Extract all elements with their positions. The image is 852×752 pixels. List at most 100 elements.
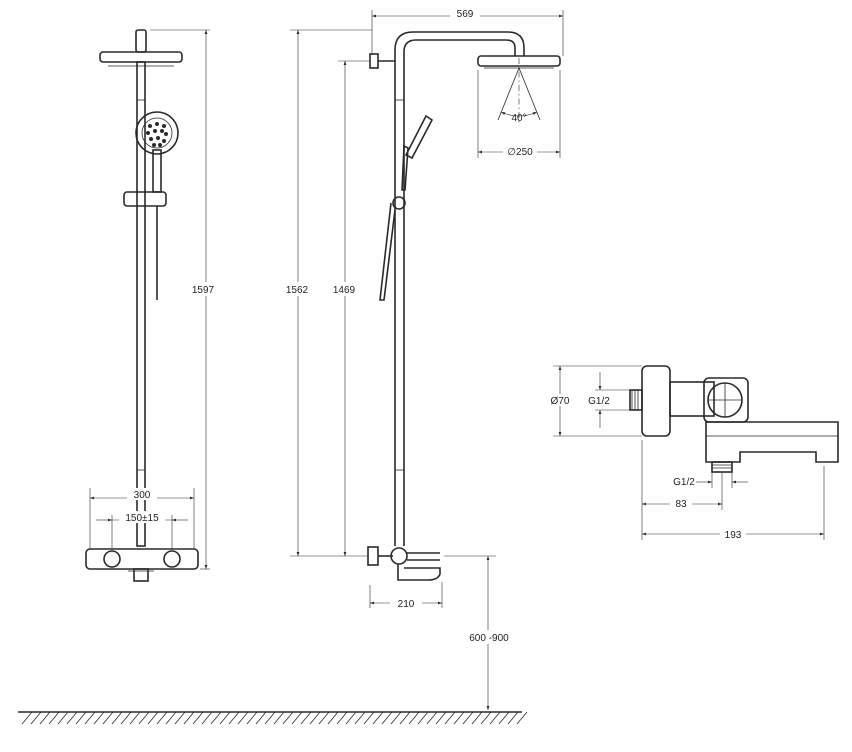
floor-hatch-line: [192, 711, 204, 725]
floor-hatch-line: [480, 711, 492, 725]
front-view: 1597 300 150±15: [85, 29, 218, 582]
floor-hatch-line: [516, 711, 528, 725]
floor-hatch-line: [21, 711, 33, 725]
dim-600-900-label: 600 -900: [469, 633, 509, 644]
floor-hatch-line: [291, 711, 303, 725]
floor-hatch-line: [111, 711, 123, 725]
floor-hatch-line: [237, 711, 249, 725]
dim-70: Ø70: [546, 365, 642, 437]
dim-150-label: 150±15: [125, 513, 159, 524]
dim-1597: 1597: [150, 29, 218, 570]
floor-hatch-line: [165, 711, 177, 725]
side-view: 40° ∅250 569: [282, 6, 564, 710]
floor-hatch-line: [426, 711, 438, 725]
floor-hatch-line: [381, 711, 393, 725]
dim-193: 193: [642, 466, 825, 541]
floor-hatch-line: [471, 711, 483, 725]
floor-hatch-line: [327, 711, 339, 725]
floor-hatch-line: [264, 711, 276, 725]
floor-hatch-line: [417, 711, 429, 725]
dim-250-label: ∅250: [507, 147, 533, 158]
floor-hatch-line: [129, 711, 141, 725]
dim-300: 300: [89, 488, 195, 549]
floor-hatch-line: [453, 711, 465, 725]
floor-hatch-line: [183, 711, 195, 725]
floor-hatch-line: [228, 711, 240, 725]
floor-hatch-line: [57, 711, 69, 725]
front-hand-shower: [123, 111, 179, 300]
dim-1562-label: 1562: [286, 285, 309, 296]
dim-569: 569: [371, 6, 564, 56]
floor-hatch-line: [75, 711, 87, 725]
floor-hatch-line: [390, 711, 402, 725]
side-hand-shower: [379, 114, 434, 301]
side-mixer-body: [367, 546, 441, 581]
floor-hatch-line: [462, 711, 474, 725]
floor-hatch-line: [309, 711, 321, 725]
floor-hatch-line: [138, 711, 150, 725]
floor-hatch-line: [201, 711, 213, 725]
floor-hatch-line: [210, 711, 222, 725]
dim-1597-label: 1597: [192, 285, 215, 296]
dim-600-900: 600 -900: [444, 555, 516, 710]
dim-70-label: Ø70: [551, 396, 570, 407]
detail-thread-bottom: [711, 461, 733, 473]
floor-hatch-line: [246, 711, 258, 725]
floor-hatch-line: [345, 711, 357, 725]
dim-g12-side-label: G1/2: [588, 396, 610, 407]
dim-1562: 1562: [282, 29, 372, 557]
side-overhead-shower-head: 40°: [477, 55, 561, 126]
floor-hatch-line: [300, 711, 312, 725]
front-overhead-shower-head: [99, 29, 183, 67]
floor-hatch-line: [273, 711, 285, 725]
floor-hatch-line: [507, 711, 519, 725]
detail-mixer-body: [641, 365, 839, 463]
hand-shower-nozzles: [146, 122, 168, 147]
floor-hatch-line: [318, 711, 330, 725]
dim-g12-bottom-label: G1/2: [673, 477, 695, 488]
dim-300-label: 300: [134, 490, 151, 501]
dim-83-label: 83: [675, 499, 687, 510]
floor-line: [18, 711, 528, 725]
floor-hatch-line: [30, 711, 42, 725]
dim-569-label: 569: [457, 9, 474, 20]
floor-hatch-line: [93, 711, 105, 725]
floor-hatch-line: [219, 711, 231, 725]
dim-1469: 1469: [329, 60, 370, 556]
dim-g12-side: G1/2: [583, 372, 630, 428]
floor-hatch-line: [66, 711, 78, 725]
floor-hatch-line: [282, 711, 294, 725]
floor-hatch-line: [84, 711, 96, 725]
dim-150: 150±15: [96, 511, 188, 549]
floor-hatch-line: [354, 711, 366, 725]
dim-210-label: 210: [398, 599, 415, 610]
floor-hatch-line: [147, 711, 159, 725]
floor-hatch-line: [120, 711, 132, 725]
floor-hatch-line: [489, 711, 501, 725]
dim-193-label: 193: [725, 530, 742, 541]
floor-hatch-line: [336, 711, 348, 725]
dim-83: 83: [641, 440, 723, 540]
floor-hatch-line: [435, 711, 447, 725]
floor-hatch-line: [39, 711, 51, 725]
dim-g12-bottom: G1/2: [673, 472, 748, 488]
dim-250: ∅250: [477, 70, 561, 158]
front-mixer-body: [85, 548, 199, 582]
angle-label: 40°: [511, 113, 526, 124]
side-shower-arm: [394, 31, 525, 546]
floor-hatch-line: [399, 711, 411, 725]
floor-hatch-line: [102, 711, 114, 725]
front-riser-rail: [136, 61, 146, 547]
floor-hatch-line: [48, 711, 60, 725]
dim-1469-label: 1469: [333, 285, 356, 296]
floor-hatch-line: [156, 711, 168, 725]
mixer-detail-view: Ø70 G1/2 G1/2 83: [546, 365, 839, 541]
floor-hatch-line: [255, 711, 267, 725]
floor-hatch-line: [174, 711, 186, 725]
detail-thread-side: [629, 389, 643, 411]
floor-hatch-line: [498, 711, 510, 725]
dim-210: 210: [369, 582, 443, 610]
floor-hatch-line: [363, 711, 375, 725]
floor-hatch-line: [444, 711, 456, 725]
